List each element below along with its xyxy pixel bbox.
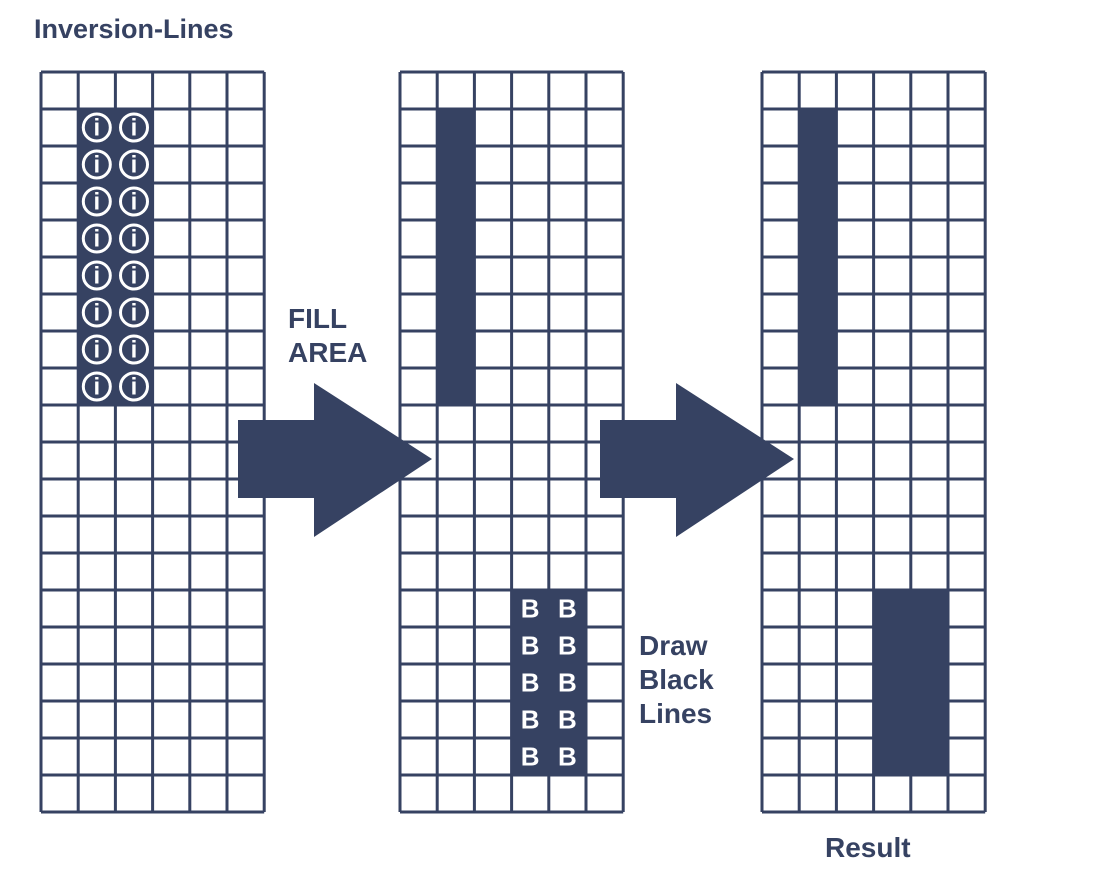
result-panel [760,70,987,814]
black-line-mark: B [558,705,577,735]
inversion-cell-icon [119,371,149,402]
draw-black-lines-label-line: Black [639,664,714,695]
inversion-cell-icon [119,223,149,254]
inversion-mark: i [93,115,100,142]
black-line-mark: B [558,668,577,698]
inversion-mark: i [131,226,138,253]
black-line-mark: B [558,742,577,772]
inversion-mark: i [93,337,100,364]
black-line-mark: B [521,742,540,772]
fill-area-arrow-icon [238,383,432,537]
inversion-mark: i [131,115,138,142]
inversion-cell-icon [81,223,112,254]
draw-black-lines-label-line: Lines [639,698,713,729]
draw-black-lines-label-line: Draw [639,630,708,661]
black-line-mark: B [521,705,540,735]
fill-area-label-line: AREA [288,337,368,368]
inversion-cell-icon [81,260,112,291]
inversion-cell-icon [119,260,149,291]
inversion-mark: i [131,263,138,290]
inversion-mark: i [93,263,100,290]
draw-lines-arrow-icon [600,383,794,537]
inversion-cell-icon [119,149,149,180]
inversion-cell-icon [81,334,112,365]
diagram-title: Inversion-Lines [34,14,234,44]
inversion-mark: i [93,374,100,401]
inversion-mark: i [93,226,100,253]
fill-area-label: FILL AREA [288,302,367,370]
result-label: Result [825,832,911,863]
inversion-cell-icon [119,112,149,143]
inversion-mark: i [131,152,138,179]
inversion-mark: i [93,189,100,216]
inversion-cell-icon [81,149,112,180]
inversion-cell-icon [81,297,112,328]
black-line-mark: B [521,668,540,698]
inversion-cell-icon [119,186,149,217]
inversion-mark: i [131,300,138,327]
black-line-mark: B [558,594,577,624]
black-line-mark: B [558,631,577,661]
inversion-mark: i [131,337,138,364]
inversion-cell-icon [119,297,149,328]
inversion-cell-icon [81,186,112,217]
inversion-cell-icon [81,112,112,143]
inversion-mark: i [93,300,100,327]
inversion-mark: i [131,189,138,216]
inversion-mark: i [93,152,100,179]
inversion-cell-icon [119,334,149,365]
black-line-mark: B [521,594,540,624]
draw-black-lines-label: Draw Black Lines [639,629,714,731]
inversion-mark: i [131,374,138,401]
black-line-mark: B [521,631,540,661]
inversion-cell-icon [81,371,112,402]
fill-area-label-line: FILL [288,303,348,334]
